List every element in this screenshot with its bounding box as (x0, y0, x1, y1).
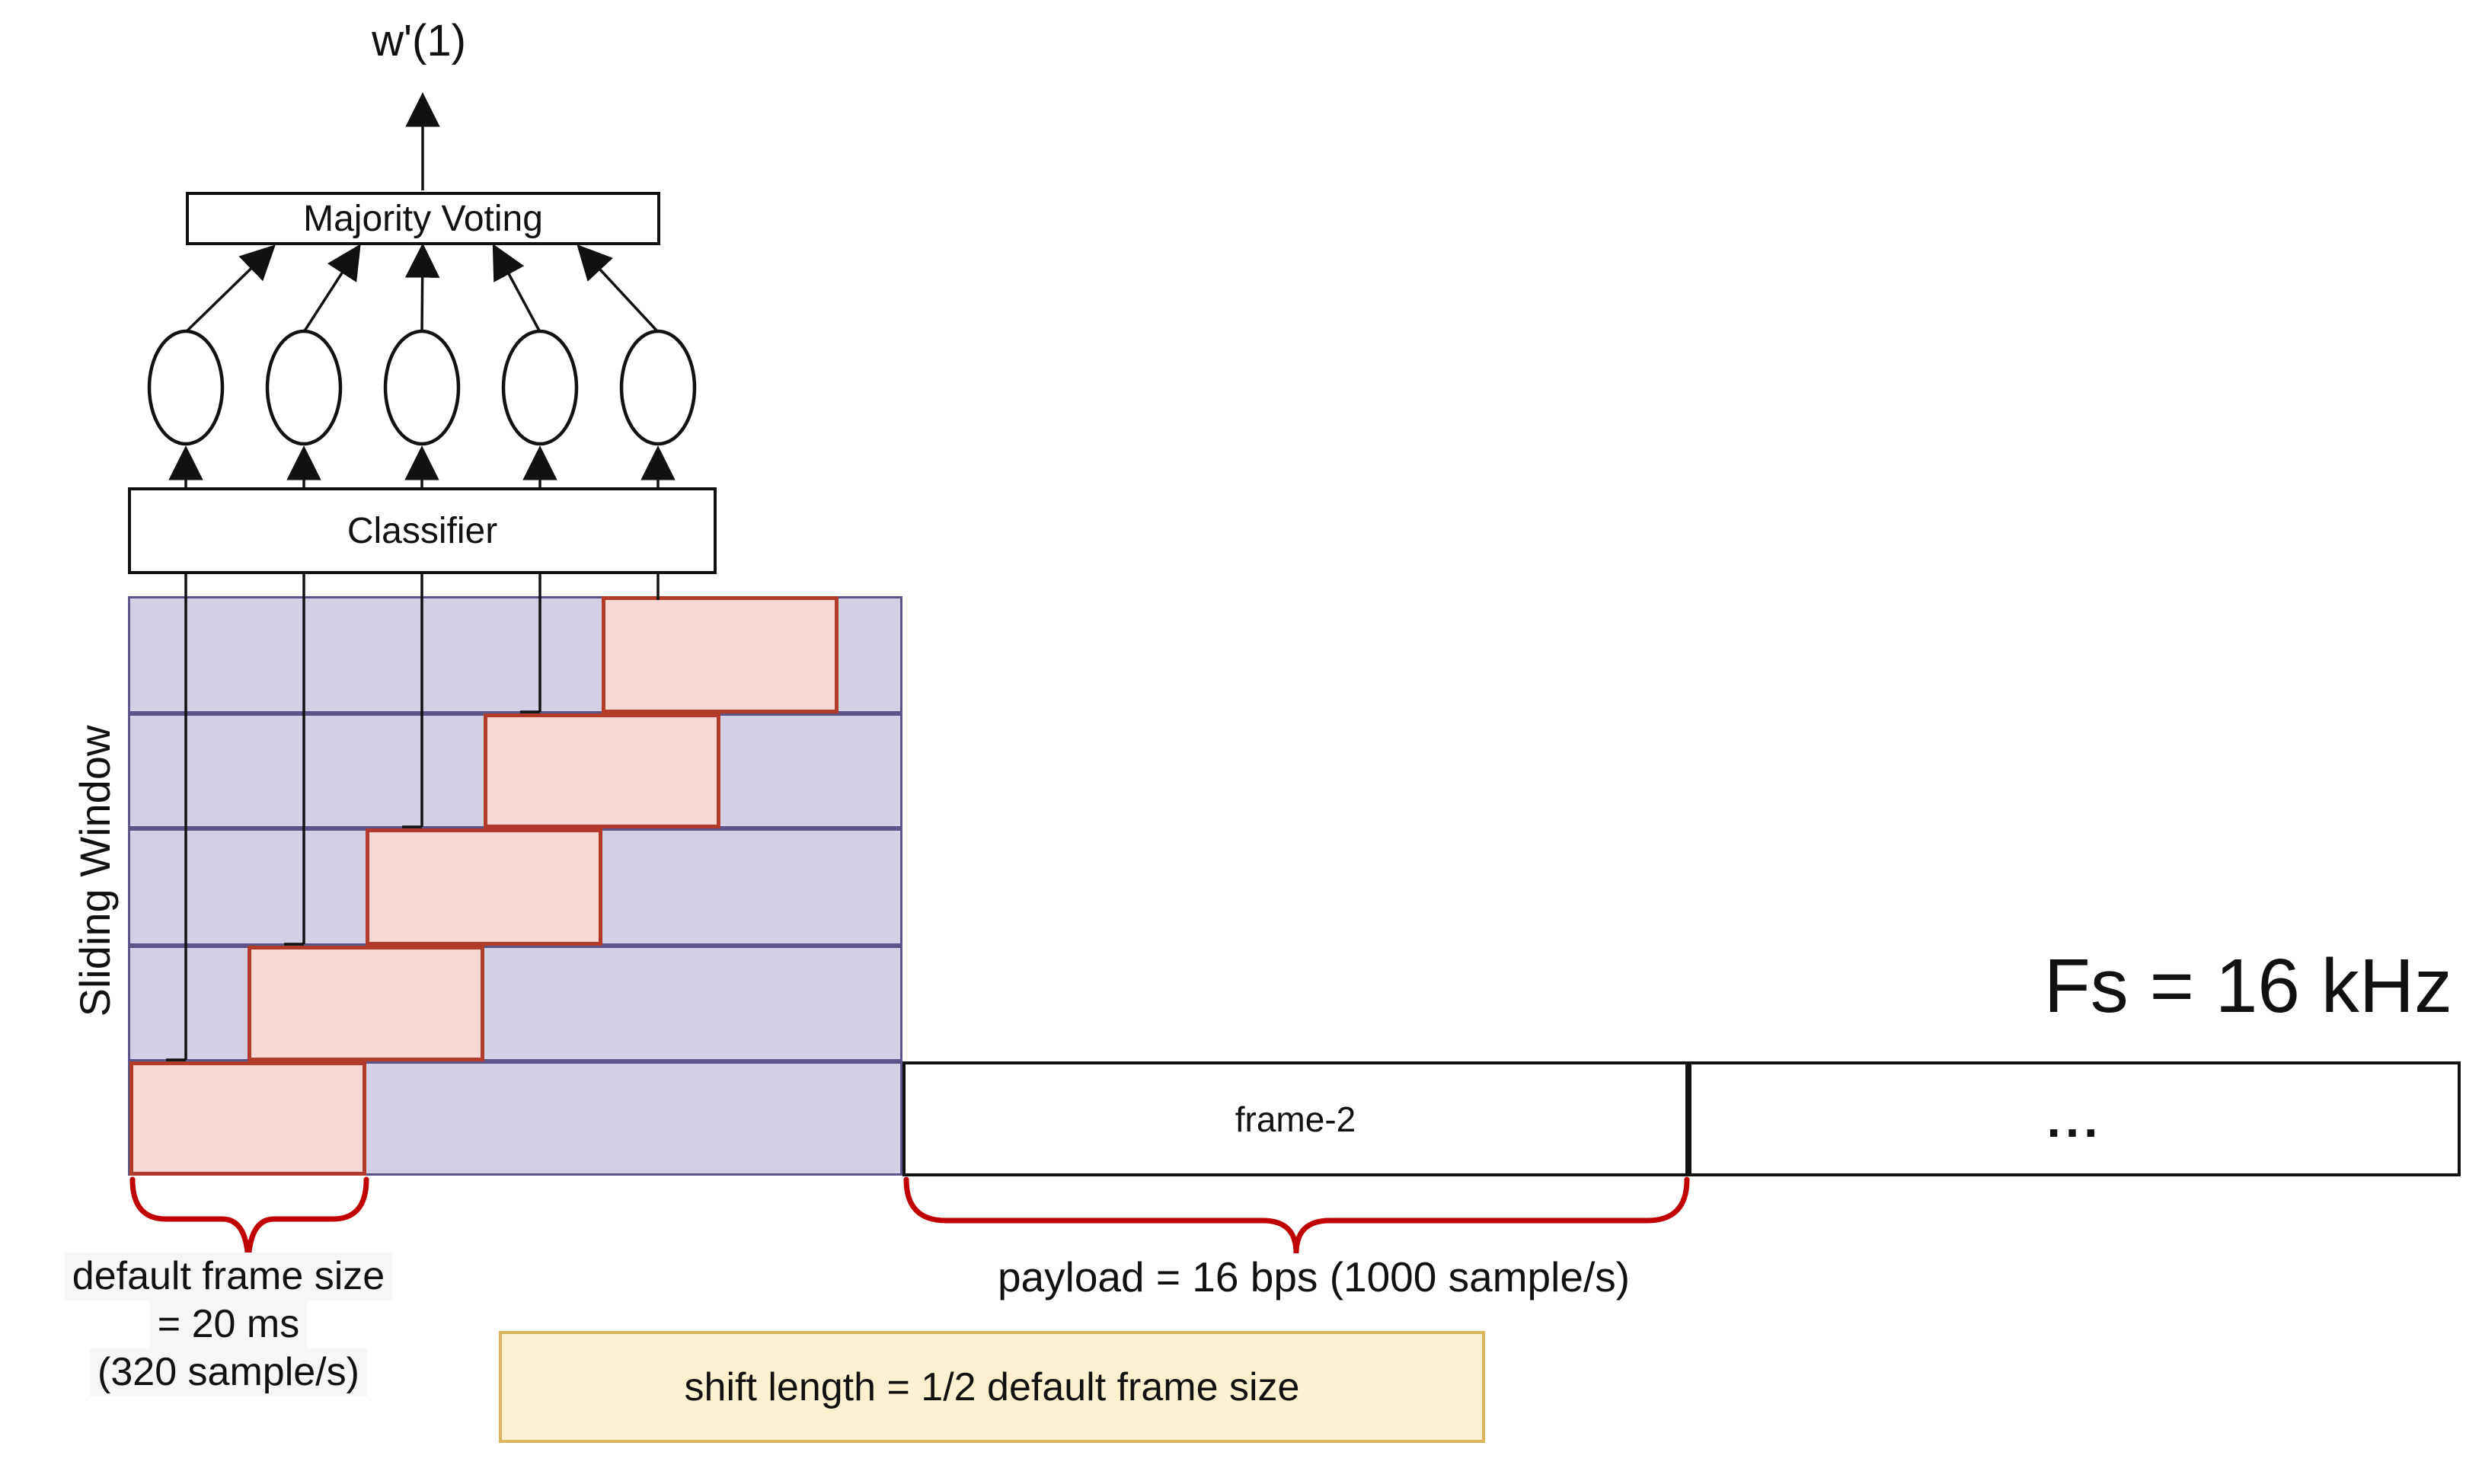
classifier-box: Classifier (128, 487, 717, 574)
payload-label: payload = 16 bps (1000 sample/s) (997, 1253, 1631, 1300)
sliding-window-grid (128, 596, 902, 1176)
more-frames-label: ... (2046, 1090, 2103, 1147)
majority-voting-label: Majority Voting (303, 198, 543, 239)
default-frame-size-label: default frame size = 20 ms (320 sample/s… (15, 1253, 442, 1396)
shift-length-label: shift length = 1/2 default frame size (684, 1364, 1300, 1409)
shift-length-note: shift length = 1/2 default frame size (499, 1331, 1485, 1443)
default-frame-size-line-1: default frame size (64, 1253, 393, 1300)
frame-highlight (366, 828, 602, 946)
default-frame-size-line-3: (320 sample/s) (90, 1348, 367, 1396)
sampling-rate-label: Fs = 16 kHz (2043, 943, 2452, 1029)
output-label: w'(1) (372, 16, 466, 65)
frame-highlight (602, 596, 839, 713)
majority-voting-box: Majority Voting (186, 192, 660, 245)
window-row (128, 946, 902, 1061)
sliding-window-label: Sliding Window (71, 725, 119, 1017)
classifier-output-arrows (168, 445, 676, 489)
frame-2-label: frame-2 (1235, 1099, 1356, 1139)
payload-brace (903, 1176, 1690, 1254)
prediction-circles (147, 329, 697, 446)
frame-highlight (129, 1061, 366, 1176)
frame-highlight (484, 713, 720, 828)
frame-2-box: frame-2 (902, 1061, 1688, 1176)
default-frame-size-line-2: = 20 ms (149, 1300, 308, 1348)
more-frames-box: ... (1688, 1061, 2461, 1176)
vote-arrows (184, 243, 660, 334)
frame-highlight (248, 946, 484, 1061)
classifier-label: Classifier (347, 510, 498, 551)
